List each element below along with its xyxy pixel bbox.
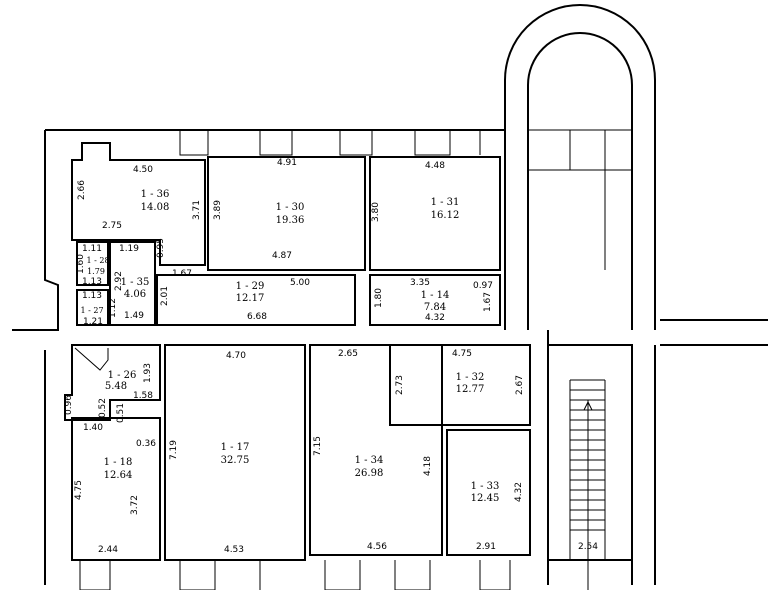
dimension-label: 1.58 <box>133 391 153 401</box>
dimension-label: 2.66 <box>77 180 87 200</box>
room-area: 4.06 <box>124 289 146 300</box>
dimension-label: 4.75 <box>452 349 472 359</box>
room-id: 1 - 36 <box>141 189 170 200</box>
dimension-label: 4.56 <box>367 542 387 552</box>
dimension-label: 4.50 <box>133 165 153 175</box>
room-area: 14.08 <box>141 202 170 213</box>
room-1-28-outline <box>76 241 109 286</box>
dimension-label: 7.15 <box>313 436 323 456</box>
dimension-label: 0.97 <box>473 281 493 291</box>
dimension-label: 1.19 <box>119 244 139 254</box>
room-1-34-outline <box>309 344 443 556</box>
dimension-label: 1.21 <box>83 317 103 327</box>
dimension-label: 5.00 <box>290 278 310 288</box>
room-area: 7.84 <box>424 302 446 313</box>
dimension-label: 4.87 <box>272 251 292 261</box>
dimension-label: 0.51 <box>116 403 126 423</box>
dimension-label: 1.93 <box>143 363 153 383</box>
room-id: 1 - 35 <box>121 277 150 288</box>
staircase <box>547 344 633 590</box>
room-labels: 1 - 36 14.08 1 - 30 19.36 1 - 31 16.12 1… <box>80 189 499 504</box>
room-id: 1 - 28 <box>86 256 109 265</box>
room-1-29-outline <box>156 274 356 326</box>
dimension-label: 3.71 <box>192 200 202 220</box>
room-id: 1 - 18 <box>104 457 133 468</box>
dimension-label: 1.67 <box>483 292 493 312</box>
room-area: 12.64 <box>104 470 133 481</box>
room-1-17-outline <box>164 344 306 561</box>
room-area: 19.36 <box>276 215 305 226</box>
dimension-label: 1.11 <box>82 244 102 254</box>
room-1-32-outline <box>389 344 531 426</box>
room-area: 26.98 <box>355 468 384 479</box>
room-area: 1.79 <box>87 267 105 276</box>
dimension-label: 4.75 <box>74 480 84 500</box>
room-id: 1 - 17 <box>221 442 250 453</box>
room-1-27-outline <box>76 289 109 326</box>
dimension-label: 4.18 <box>423 456 433 476</box>
room-id: 1 - 34 <box>355 455 384 466</box>
room-1-26-outline <box>64 344 161 421</box>
room-1-35-outline <box>109 241 156 326</box>
room-area: 12.77 <box>456 384 485 395</box>
room-1-36-outline <box>71 142 206 266</box>
dimension-label: 2.75 <box>102 221 122 231</box>
room-1-31-outline <box>369 156 501 271</box>
dimension-label: 3.80 <box>371 202 381 222</box>
dimension-label: 6.68 <box>247 312 267 322</box>
room-id: 1 - 32 <box>456 372 485 383</box>
room-id: 1 - 26 <box>108 370 137 381</box>
dimension-label: 4.91 <box>277 158 297 168</box>
room-id: 1 - 14 <box>421 290 450 301</box>
dimension-label: 1.40 <box>83 423 103 433</box>
room-id: 1 - 27 <box>80 306 103 315</box>
room-area: 5.48 <box>105 381 127 392</box>
dimension-label: 4.32 <box>425 313 445 323</box>
dimension-labels: 4.50 2.66 2.75 3.71 0.95 4.91 3.89 4.87 5.00 1.67… <box>64 158 598 555</box>
dimension-label: 1.13 <box>82 291 102 301</box>
room-1-33-outline <box>446 429 531 556</box>
dimension-label: 1.67 <box>172 269 192 279</box>
room-id: 1 - 29 <box>236 281 265 292</box>
dimension-label: 2.44 <box>98 545 118 555</box>
room-id: 1 - 30 <box>276 202 305 213</box>
dimension-label: 1.49 <box>124 311 144 321</box>
dimension-label: 3.89 <box>213 200 223 220</box>
room-area: 32.75 <box>221 455 250 466</box>
dimension-label: 2.65 <box>338 349 358 359</box>
room-area: 16.12 <box>431 210 460 221</box>
room-1-30-outline <box>207 156 366 271</box>
dimension-label: 1.12 <box>108 298 118 318</box>
room-1-14-outline <box>369 274 501 326</box>
dimension-label: 2.67 <box>515 375 525 395</box>
dimension-label: 4.70 <box>226 351 246 361</box>
dimension-label: 2.01 <box>160 286 170 306</box>
room-id: 1 - 33 <box>471 481 500 492</box>
dimension-label: 3.72 <box>130 495 140 515</box>
dimension-label: 4.53 <box>224 545 244 555</box>
dimension-label: 2.54 <box>578 542 598 552</box>
dimension-label: 3.35 <box>410 278 430 288</box>
dimension-label: 1.13 <box>82 277 102 287</box>
room-area: 12.45 <box>471 493 500 504</box>
room-id: 1 - 31 <box>431 197 460 208</box>
dimension-label: 2.73 <box>395 375 405 395</box>
dimension-label: 0.96 <box>64 395 74 415</box>
room-1-18-outline <box>71 417 161 561</box>
dimension-label: 0.95 <box>156 238 166 258</box>
walls <box>12 4 768 590</box>
dimension-label: 2.92 <box>114 271 124 291</box>
dimension-label: 4.48 <box>425 161 445 171</box>
dimension-label: 1.80 <box>374 288 384 308</box>
room-area: 12.17 <box>236 293 265 304</box>
dimension-label: 0.52 <box>98 398 108 418</box>
dimension-label: 2.91 <box>476 542 496 552</box>
dimension-label: 4.32 <box>514 482 524 502</box>
dimension-label: 0.36 <box>136 439 156 449</box>
dimension-label: 1.60 <box>76 254 86 274</box>
dimension-label: 7.19 <box>169 440 179 460</box>
